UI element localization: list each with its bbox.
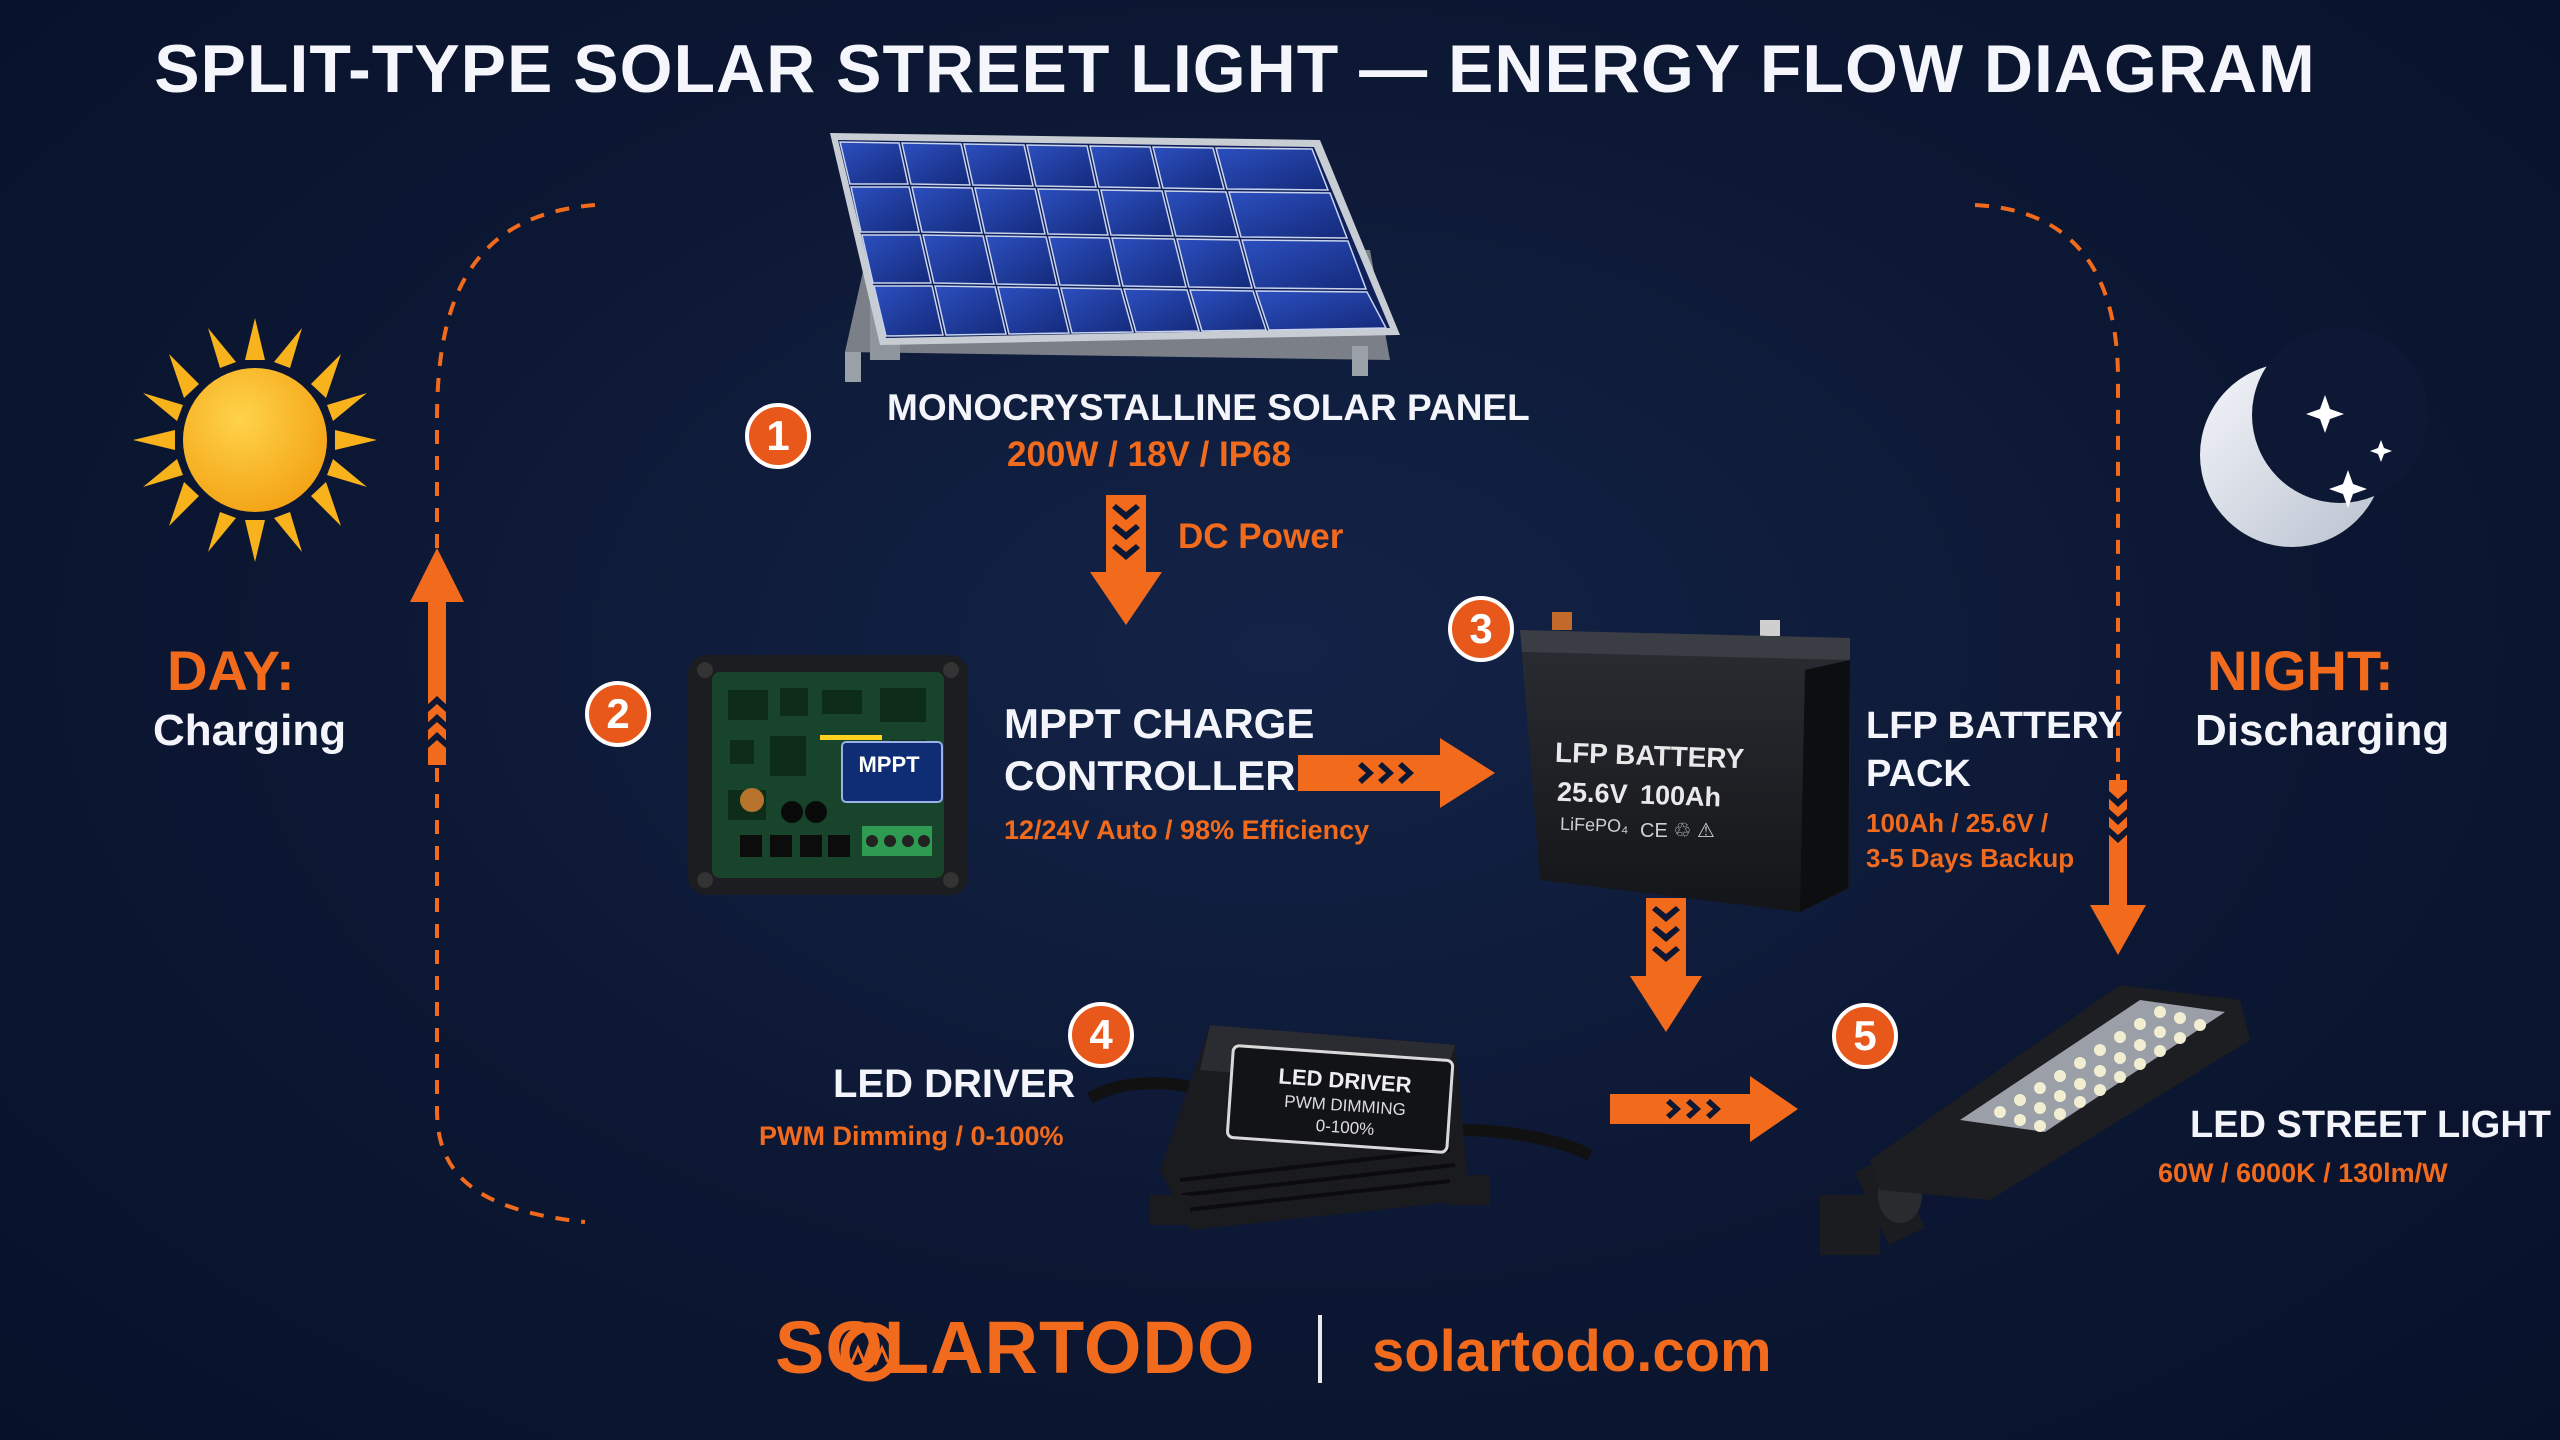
- stars-icon: [2306, 395, 2392, 508]
- step-1-badge: 1: [745, 403, 811, 469]
- mppt-title-line1: MPPT CHARGE: [1004, 700, 1315, 747]
- moon-icon: [2200, 327, 2428, 547]
- mppt-spec: 12/24V Auto / 98% Efficiency: [1004, 815, 1370, 845]
- battery-image: [1520, 612, 1850, 912]
- battery-title-line2: PACK: [1866, 753, 1971, 795]
- mppt-title-line2: CONTROLLER: [1004, 752, 1296, 799]
- dc-power-label: DC Power: [1178, 517, 1344, 556]
- day-cycle-path: [435, 203, 596, 1224]
- battery-title-line1: LFP BATTERY: [1866, 705, 2123, 747]
- battery-chemistry-label: LiFePO₄: [1559, 813, 1629, 837]
- solar-panel-image: [830, 133, 1400, 382]
- day-label: DAY:: [167, 639, 295, 702]
- street-light-title: LED STREET LIGHT: [2190, 1104, 2551, 1146]
- battery-voltage-label: 25.6V: [1556, 776, 1629, 810]
- battery-device-label: LFP BATTERY: [1554, 736, 1745, 775]
- mppt-controller-image: [688, 655, 968, 895]
- street-light-spec: 60W / 6000K / 130lm/W: [2158, 1158, 2448, 1188]
- driver-title: LED DRIVER: [833, 1062, 1076, 1106]
- arrow-controller-to-battery: [1298, 738, 1495, 808]
- battery-cert-icons: CE ♲ ⚠: [1640, 820, 1715, 842]
- solar-panel-title: MONOCRYSTALLINE SOLAR PANEL: [887, 387, 1530, 428]
- battery-capacity-label: 100Ah: [1639, 779, 1722, 813]
- logo-sun-icon: [840, 1322, 900, 1382]
- battery-spec-line1: 100Ah / 25.6V /: [1866, 808, 2049, 838]
- arrow-battery-to-light: [1630, 898, 1702, 1032]
- night-label: NIGHT:: [2207, 639, 2394, 702]
- page-title: SPLIT-TYPE SOLAR STREET LIGHT — ENERGY F…: [154, 31, 2316, 107]
- mppt-device-label: MPPT: [858, 752, 920, 777]
- night-sublabel: Discharging: [2195, 706, 2450, 755]
- step-5-badge: 5: [1832, 1003, 1898, 1069]
- led-driver-image: [1086, 1025, 1593, 1230]
- arrow-driver-to-light: [1610, 1076, 1798, 1142]
- day-up-arrow: [410, 548, 464, 765]
- website-link[interactable]: solartodo.com: [1372, 1319, 1772, 1384]
- step-2-badge: 2: [585, 681, 651, 747]
- footer-divider: [1318, 1315, 1322, 1383]
- night-down-arrow: [2090, 780, 2146, 955]
- driver-spec: PWM Dimming / 0-100%: [759, 1121, 1064, 1151]
- night-cycle-path: [1974, 203, 2120, 790]
- battery-spec-line2: 3-5 Days Backup: [1866, 843, 2075, 873]
- step-4-badge: 4: [1068, 1002, 1134, 1068]
- sun-icon: [133, 318, 377, 562]
- arrow-panel-to-controller: [1090, 495, 1162, 625]
- day-sublabel: Charging: [153, 706, 347, 755]
- solar-panel-spec: 200W / 18V / IP68: [1007, 435, 1292, 474]
- brand-logo: SOLARTODO: [775, 1306, 1256, 1389]
- street-light-image: [1820, 985, 2250, 1255]
- step-3-badge: 3: [1448, 596, 1514, 662]
